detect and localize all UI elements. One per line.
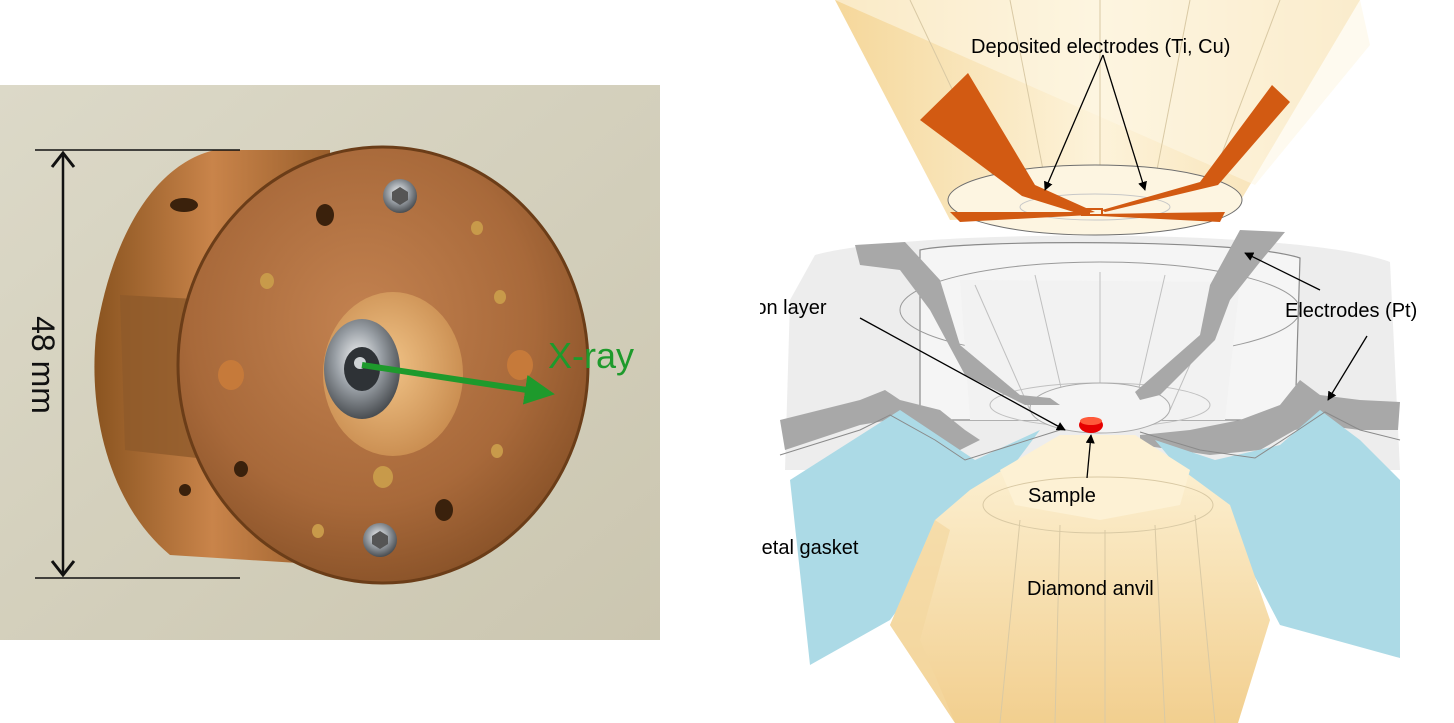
screw-top	[383, 179, 417, 213]
central-bore	[323, 292, 463, 456]
xray-arrow	[361, 362, 555, 405]
leader-lines	[859, 54, 1368, 479]
bolt-holes	[170, 198, 533, 538]
cell-photo: 48 mm X-ray	[0, 85, 660, 640]
deposited-electrodes	[920, 73, 1290, 222]
upper-diamond-anvil	[835, 0, 1370, 236]
deposited-electrode-center	[1081, 208, 1103, 216]
screw-bottom	[363, 523, 397, 557]
label-electrodes-pt: Electrodes (Pt)	[1285, 300, 1417, 322]
dimension-label: 48 mm	[25, 316, 61, 414]
sample	[1079, 417, 1103, 433]
lower-diamond-anvil	[890, 435, 1270, 723]
label-insulation-layer: Insulation layer	[760, 297, 827, 319]
label-sample: Sample	[1028, 485, 1096, 507]
dimension-indicator	[35, 149, 240, 579]
gasket-outline	[779, 411, 1401, 461]
label-deposited-electrodes: Deposited electrodes (Ti, Cu)	[971, 36, 1230, 58]
metal-gasket	[790, 410, 1400, 665]
label-metal-gasket: Metal gasket	[760, 537, 859, 559]
label-diamond-anvil: Diamond anvil	[1027, 578, 1154, 600]
anvil-schematic: Deposited electrodes (Ti, Cu) Electrodes…	[760, 0, 1417, 723]
xray-label: X-ray	[548, 335, 634, 376]
